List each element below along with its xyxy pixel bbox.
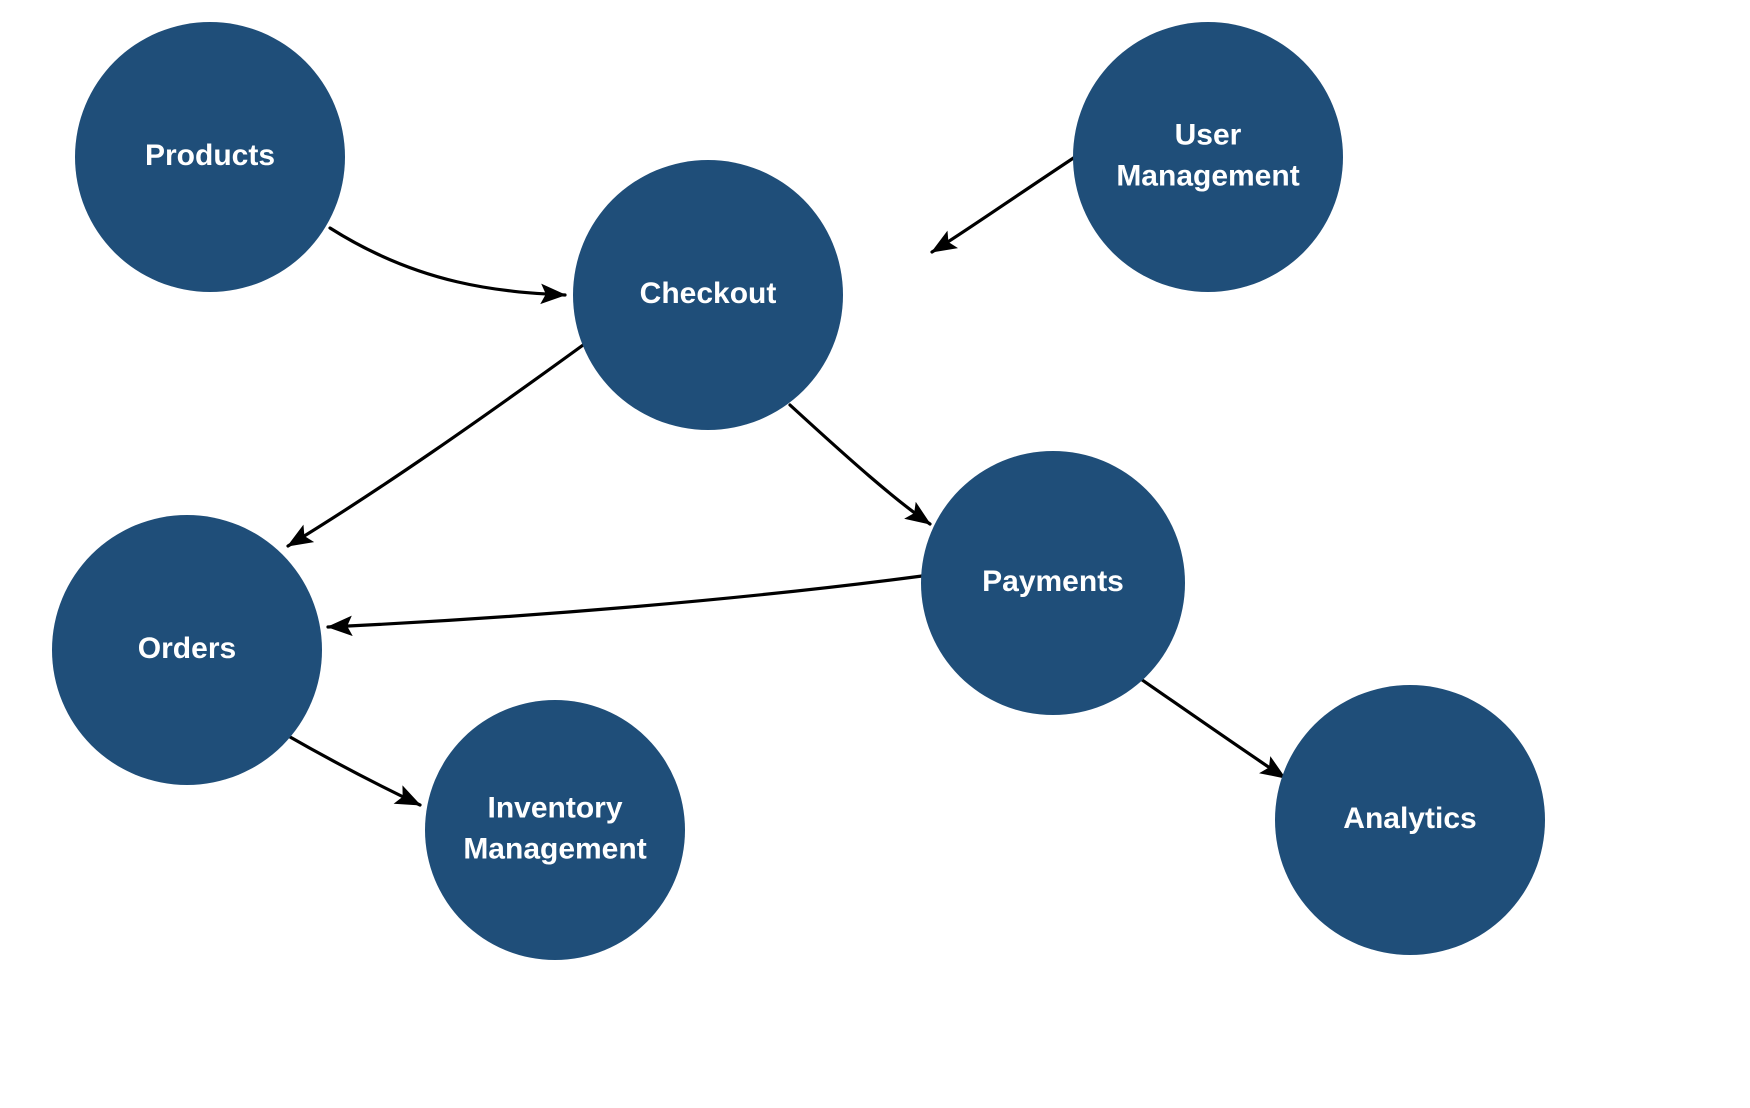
edge-checkout-to-payments <box>788 403 932 526</box>
node-label-line: User <box>1175 118 1242 151</box>
node-circle-analytics[interactable] <box>1275 685 1545 955</box>
node-label-payments: Payments <box>982 565 1124 598</box>
node-label-analytics: Analytics <box>1343 802 1476 835</box>
edge-products-to-checkout <box>328 226 567 305</box>
node-circle-user_mgmt[interactable] <box>1073 22 1343 292</box>
edge-payments-to-orders <box>326 574 924 637</box>
edge-checkout-to-orders <box>286 338 592 548</box>
edges-layer <box>281 153 1287 807</box>
node-orders[interactable]: Orders <box>52 515 322 785</box>
node-label-line: Orders <box>138 632 236 665</box>
node-label-line: Payments <box>982 565 1124 598</box>
node-analytics[interactable]: Analytics <box>1275 685 1545 955</box>
node-label-line: Management <box>1116 160 1299 193</box>
node-products[interactable]: Products <box>75 22 345 292</box>
node-circle-orders[interactable] <box>52 515 322 785</box>
node-label-line: Checkout <box>640 277 777 310</box>
node-circle-payments[interactable] <box>921 451 1185 715</box>
node-label-checkout: Checkout <box>640 277 777 310</box>
node-checkout[interactable]: Checkout <box>573 160 843 430</box>
node-label-orders: Orders <box>138 632 236 665</box>
edge-user_mgmt-to-checkout <box>930 153 1080 254</box>
edge-orders-to-inventory <box>281 731 422 807</box>
node-label-line: Products <box>145 139 275 172</box>
node-label-line: Management <box>463 833 646 866</box>
node-circle-checkout[interactable] <box>573 160 843 430</box>
node-label-line: Analytics <box>1343 802 1476 835</box>
node-label-products: Products <box>145 139 275 172</box>
edge-payments-to-analytics <box>1133 673 1287 780</box>
node-circle-inventory[interactable] <box>425 700 685 960</box>
node-label-line: Inventory <box>487 791 622 824</box>
node-circle-products[interactable] <box>75 22 345 292</box>
node-payments[interactable]: Payments <box>921 451 1185 715</box>
